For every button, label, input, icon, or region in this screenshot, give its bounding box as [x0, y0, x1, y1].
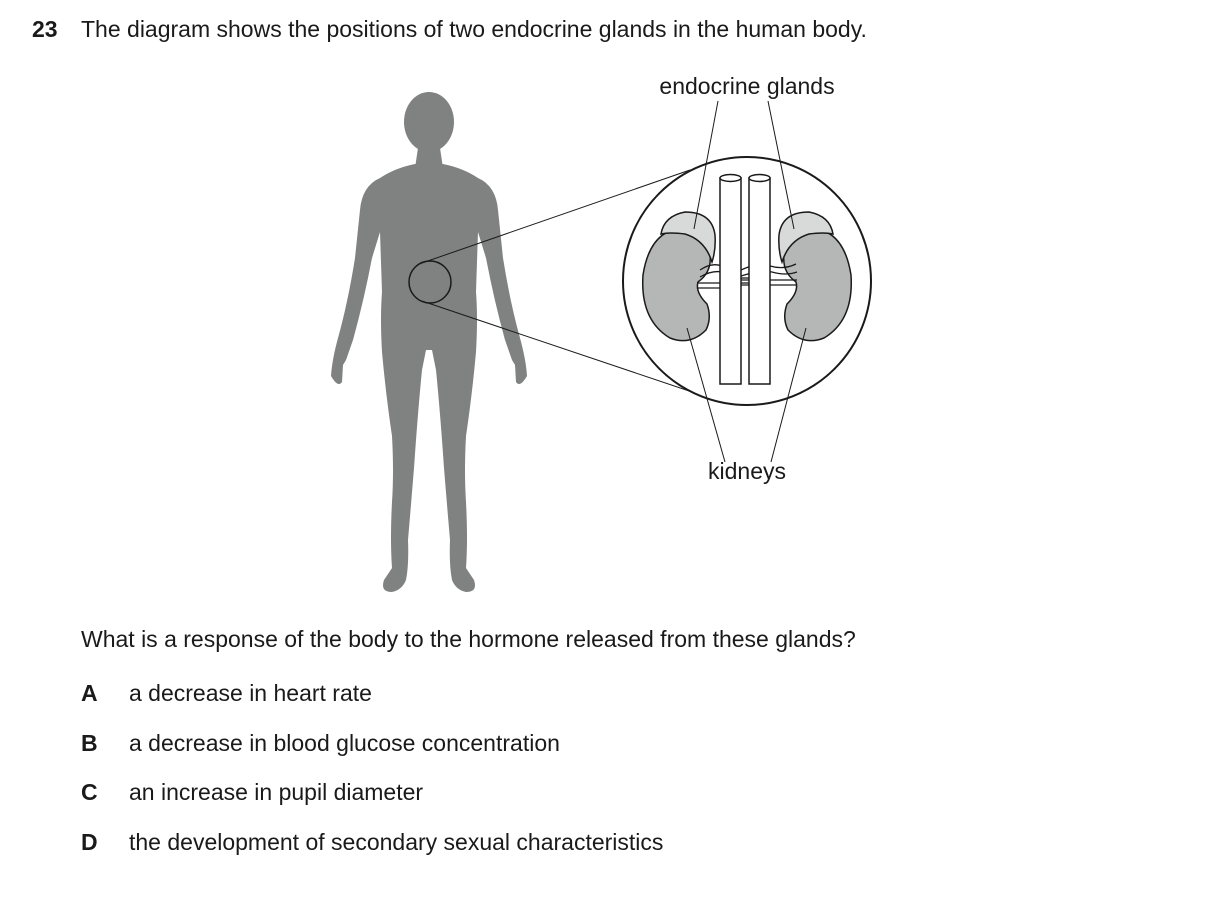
- question-number: 23: [32, 16, 58, 42]
- label-kidneys: kidneys: [708, 458, 786, 484]
- question-stem: The diagram shows the positions of two e…: [81, 16, 867, 42]
- option-text: an increase in pupil diameter: [129, 779, 424, 805]
- human-body-silhouette: [331, 92, 527, 592]
- label-endocrine-glands: endocrine glands: [659, 73, 834, 99]
- left-adrenal-gland: [660, 211, 716, 265]
- option-text: the development of secondary sexual char…: [129, 829, 664, 855]
- option-letter: B: [81, 730, 98, 756]
- option-letter: C: [81, 779, 98, 805]
- major-blood-vessels: [719, 173, 771, 385]
- option-text: a decrease in heart rate: [129, 680, 372, 706]
- option-letter: A: [81, 680, 98, 706]
- option-letter: D: [81, 829, 98, 855]
- option-text: a decrease in blood glucose concentratio…: [129, 730, 560, 756]
- right-adrenal-gland: [778, 211, 834, 265]
- magnified-view: [622, 156, 872, 406]
- diagram: endocrine glands kidneys: [331, 73, 872, 592]
- zoom-origin-circle: [408, 260, 452, 304]
- question-prompt: What is a response of the body to the ho…: [81, 626, 856, 652]
